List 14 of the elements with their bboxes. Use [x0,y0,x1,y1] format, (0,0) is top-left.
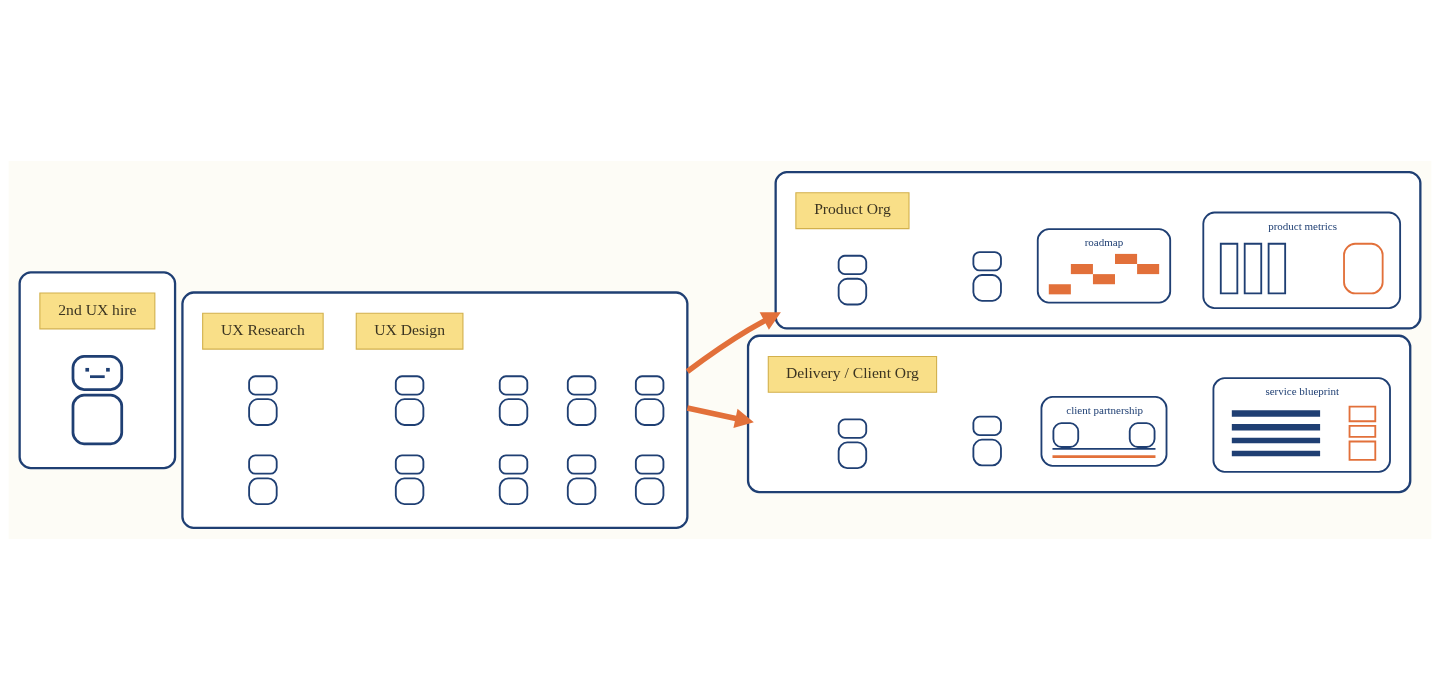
node-box: 2nd UX hire [39,292,156,330]
node-box: product metrics [1202,211,1402,310]
node-box: roadmap [1036,228,1172,304]
node-box: UX Research [202,312,324,350]
cluster [746,334,1412,494]
cluster [774,170,1422,330]
arrow [686,405,754,429]
node-box: UX Design [355,312,464,350]
node-box: Delivery / Client Org [767,355,938,393]
node-box: Product Org [795,192,910,230]
node-box: service blueprint [1212,377,1391,473]
cluster [181,291,689,530]
arrow [685,312,781,374]
node-box: client partnership [1040,396,1168,467]
